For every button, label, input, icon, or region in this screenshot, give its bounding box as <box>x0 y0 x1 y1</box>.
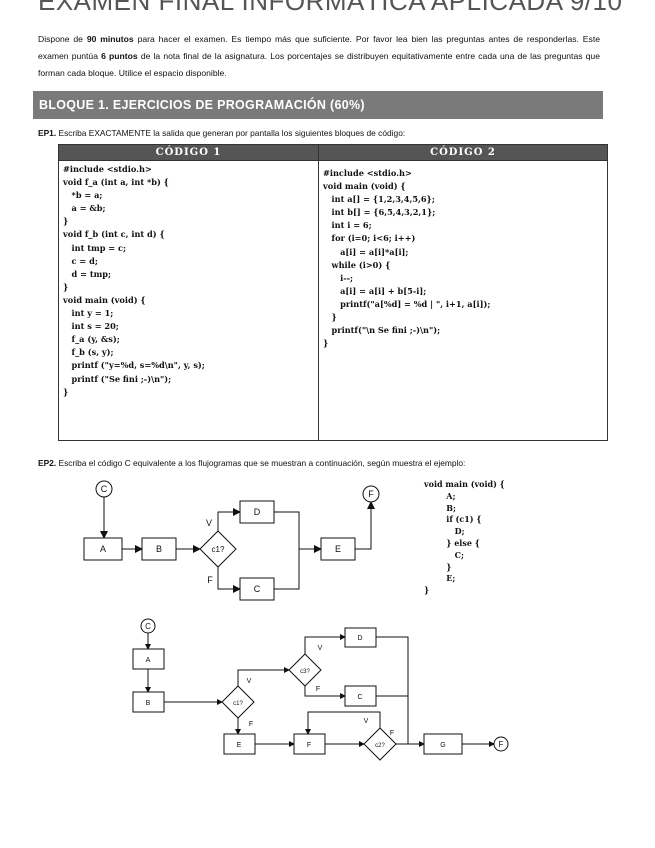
flowchart-exercise <box>132 618 509 761</box>
flow1-c-label: C <box>254 584 261 594</box>
flow2-cond3-label: c3? <box>300 669 310 675</box>
flow2-f1-label: F <box>249 721 253 728</box>
flow2-cond2-label: c2? <box>375 743 385 749</box>
flow2-end-label: F <box>499 740 504 749</box>
flow1-end-node <box>362 485 380 503</box>
flow1-d-label: D <box>254 507 261 517</box>
flow2-v1-label: V <box>247 678 252 685</box>
intro-points: 6 puntos <box>101 51 138 61</box>
flow2-f2-label: F <box>390 730 394 737</box>
code2-cell: #include <stdio.h> void main (void) { in… <box>318 160 608 441</box>
ep2-label: EP2. <box>38 458 57 468</box>
flow1-e-label: E <box>335 544 341 554</box>
flow1-true-label: V <box>206 518 212 528</box>
flow1-cond-label: c1? <box>212 545 225 554</box>
flow2-f-label: F <box>307 742 311 749</box>
code1-cell: #include <stdio.h> void f_a (int a, int … <box>58 160 319 441</box>
flow1-end-label: F <box>368 489 374 499</box>
flow2-decision-c2 <box>363 727 397 761</box>
flow2-c-label: C <box>357 694 362 701</box>
intro-text-2: para hacer el examen. Es tiempo más que … <box>38 34 600 61</box>
flowchart-exercise-labels: C A B c1? c3? c2? D C E F G F V F V F V … <box>145 622 503 749</box>
flow2-v2-label: V <box>364 718 369 725</box>
ep1-text: Escriba EXACTAMENTE la salida que genera… <box>56 128 406 138</box>
code1-listing: #include <stdio.h> void f_a (int a, int … <box>63 164 205 397</box>
flow1-a-label: A <box>100 544 106 554</box>
flow2-b-label: B <box>146 700 151 707</box>
flowchart-example-labels: C A B c1? D C E F V F <box>100 484 374 594</box>
intro-text-3: de la nota final de la asignatura. Los p… <box>38 51 600 78</box>
code1-header: CÓDIGO 1 <box>58 144 319 161</box>
flow2-f3-label: F <box>316 686 320 693</box>
exam-instructions: Dispone de 90 minutos para hacer el exam… <box>38 31 600 82</box>
flow2-g-label: G <box>440 742 445 749</box>
example-code: void main (void) { A; B; if (c1) { D; } … <box>424 479 505 597</box>
exam-title: EXAMEN FINAL INFORMÁTICA APLICADA 9/10 <box>38 0 623 16</box>
ep2-text: Escriba el código C equivalente a los fl… <box>56 458 466 468</box>
intro-text-1: Dispone de <box>38 34 87 44</box>
flow2-end-node <box>493 736 509 752</box>
flow1-b-label: B <box>156 544 162 554</box>
code-table: CÓDIGO 1 CÓDIGO 2 #include <stdio.h> voi… <box>58 144 608 441</box>
flow2-e-label: E <box>237 742 242 749</box>
flowchart-example <box>83 480 380 601</box>
example-code-listing: void main (void) { A; B; if (c1) { D; } … <box>424 479 505 596</box>
code2-listing: #include <stdio.h> void main (void) { in… <box>323 168 491 349</box>
flow2-d-label: D <box>357 635 362 642</box>
flow1-start-label: C <box>101 484 108 494</box>
flow1-false-label: F <box>207 575 213 585</box>
flow2-v3-label: V <box>318 645 323 652</box>
flow2-cond1-label: c1? <box>233 701 243 707</box>
ep1-statement: EP1. Escriba EXACTAMENTE la salida que g… <box>38 128 608 138</box>
ep1-label: EP1. <box>38 128 57 138</box>
intro-duration: 90 minutos <box>86 34 134 44</box>
block-header: BLOQUE 1. EJERCICIOS DE PROGRAMACIÓN (60… <box>33 91 603 119</box>
ep2-statement: EP2. Escriba el código C equivalente a l… <box>38 458 608 468</box>
code2-header: CÓDIGO 2 <box>318 144 608 161</box>
flow2-a-label: A <box>146 657 151 664</box>
flow2-start-label: C <box>145 622 151 631</box>
